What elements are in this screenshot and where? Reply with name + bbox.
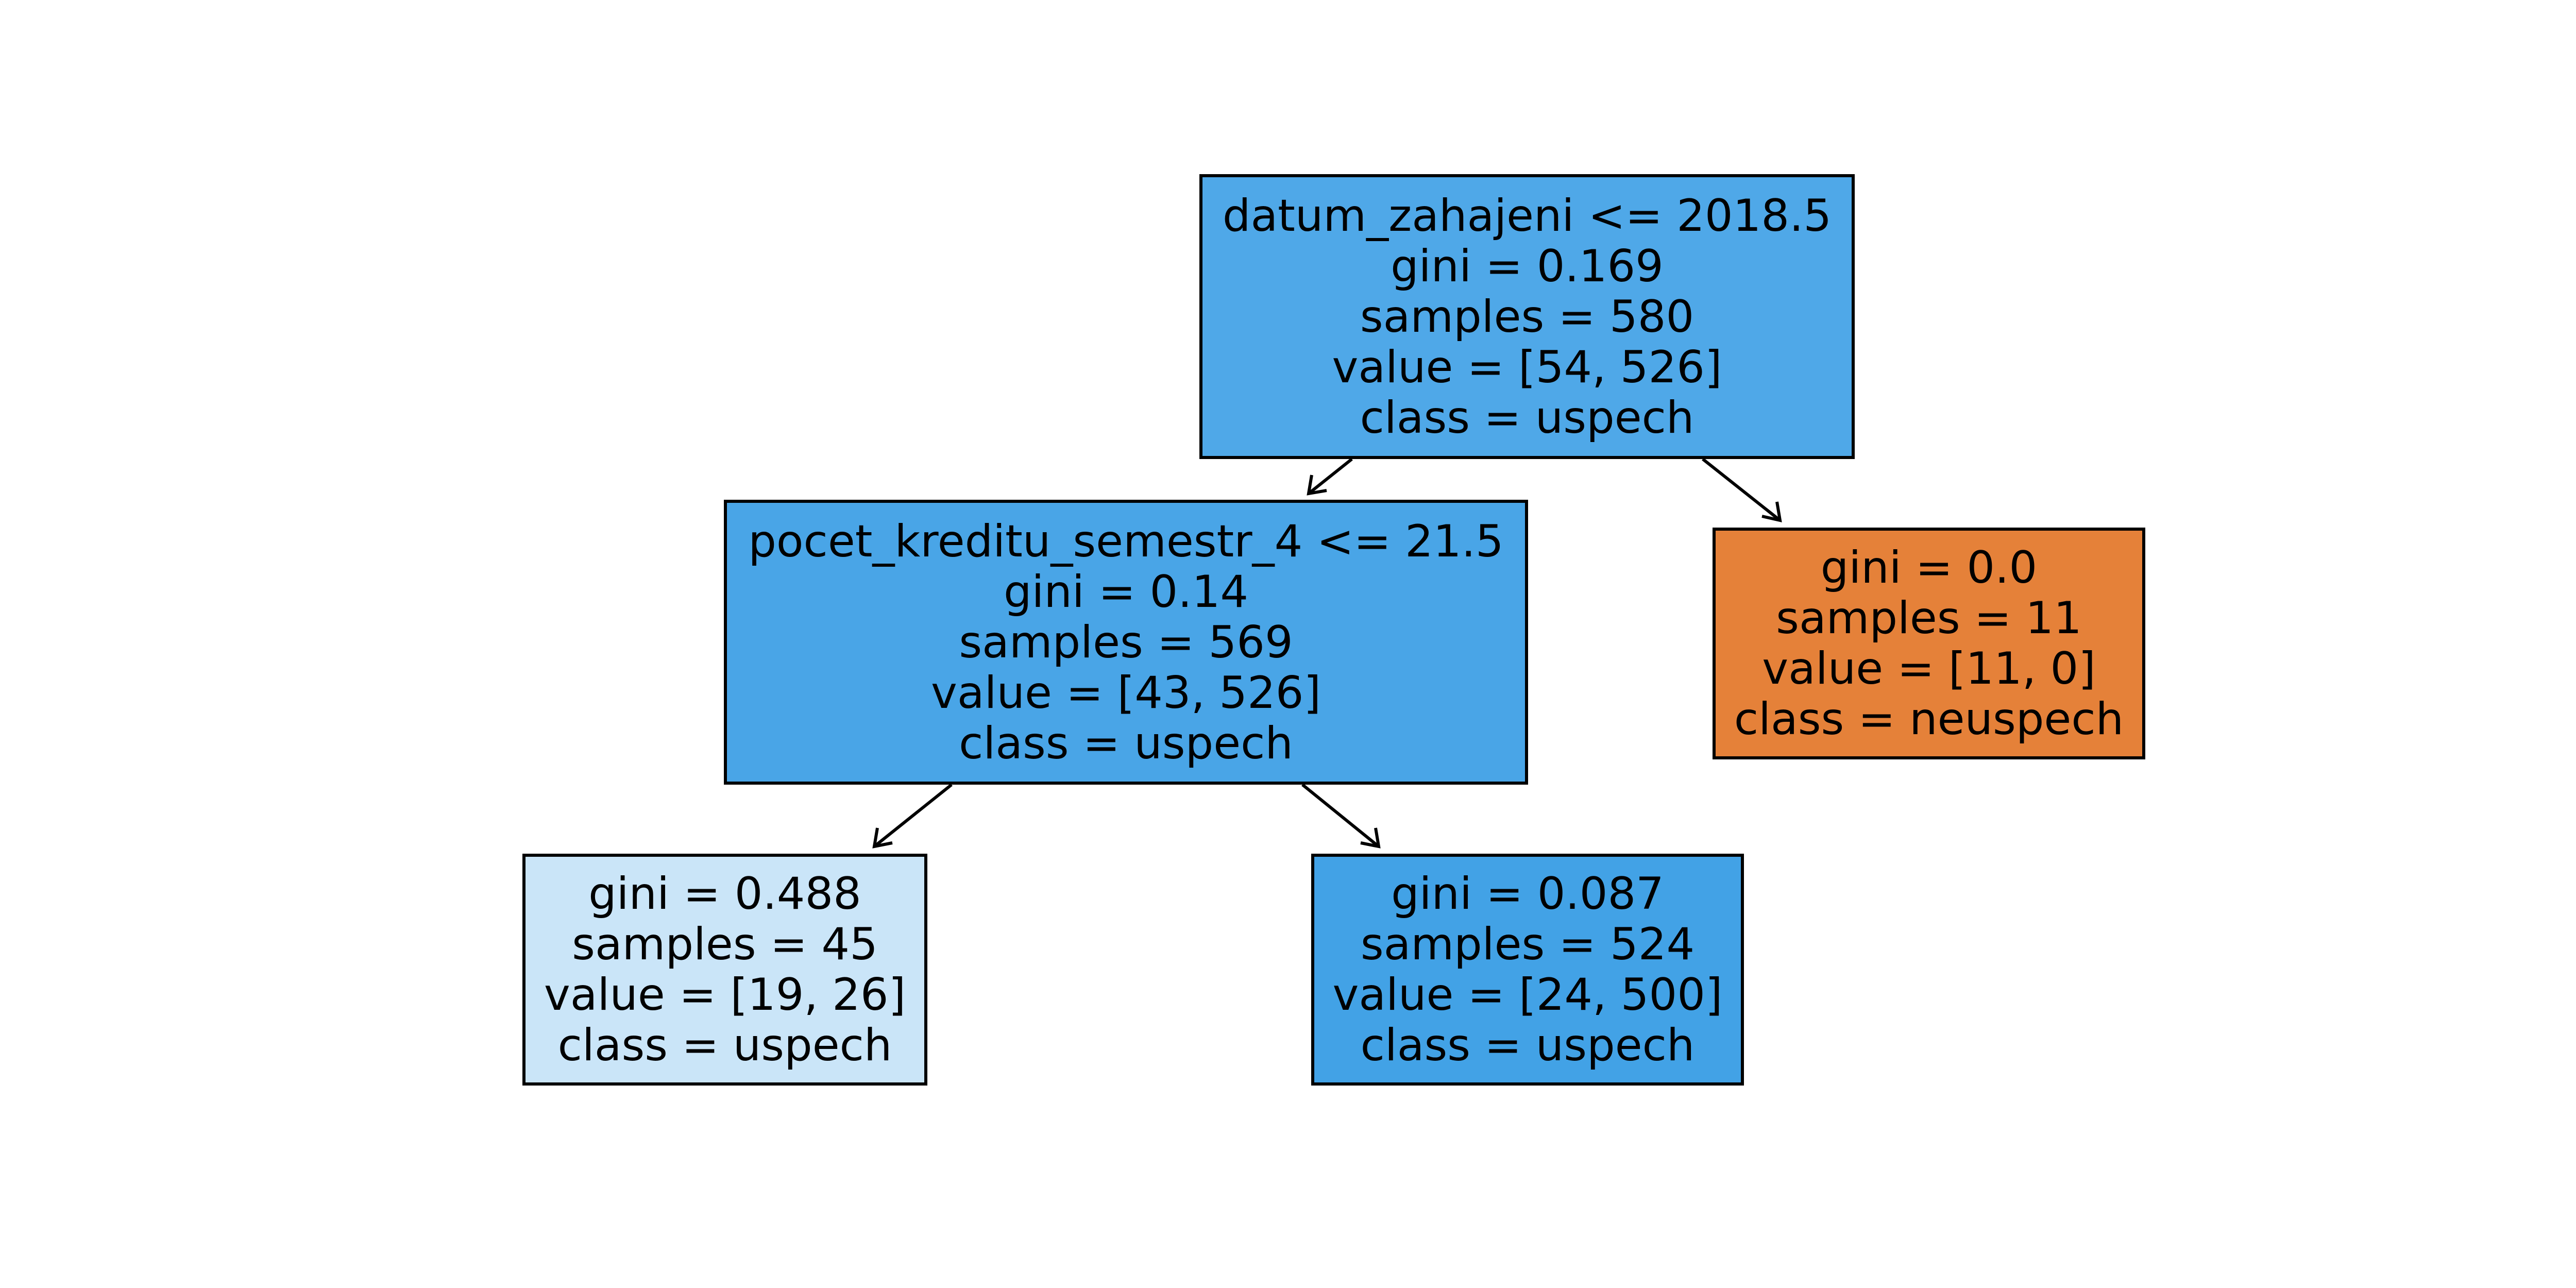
edge-left-to-left-right — [1301, 783, 1380, 848]
node-class: class = uspech — [1360, 1020, 1695, 1071]
node-class: class = uspech — [557, 1020, 892, 1071]
edge-left-to-left-left-arrowhead — [872, 827, 893, 849]
node-samples: samples = 11 — [1776, 592, 2082, 644]
node-samples: samples = 569 — [959, 616, 1293, 668]
node-class: class = uspech — [1360, 392, 1694, 444]
node-value: value = [24, 500] — [1332, 969, 1723, 1021]
node-class: class = uspech — [959, 717, 1293, 769]
edge-root-to-right-arrowhead — [1761, 501, 1782, 522]
node-gini: gini = 0.0 — [1820, 542, 2038, 594]
node-gini: gini = 0.087 — [1391, 868, 1664, 920]
edge-root-to-left-arrowhead — [1307, 474, 1327, 496]
node-samples: samples = 45 — [572, 919, 878, 970]
edge-left-to-left-left — [873, 783, 953, 848]
tree-leaf-right: gini = 0.0 samples = 11 value = [11, 0] … — [1713, 528, 2145, 759]
node-gini: gini = 0.14 — [1003, 566, 1249, 618]
node-split-condition: pocet_kreditu_semestr_4 <= 21.5 — [748, 515, 1504, 567]
edge-left-to-left-right-arrowhead — [1360, 827, 1381, 849]
node-samples: samples = 580 — [1360, 291, 1694, 343]
edge-root-to-right — [1702, 457, 1781, 522]
tree-leaf-left-right: gini = 0.087 samples = 524 value = [24, … — [1311, 854, 1744, 1086]
node-value: value = [11, 0] — [1762, 643, 2096, 694]
edge-root-to-left — [1308, 457, 1353, 495]
node-value: value = [54, 526] — [1332, 341, 1722, 393]
tree-node-root: datum_zahajeni <= 2018.5 gini = 0.169 sa… — [1199, 174, 1855, 459]
tree-node-left: pocet_kreditu_semestr_4 <= 21.5 gini = 0… — [724, 500, 1528, 785]
node-gini: gini = 0.488 — [588, 868, 861, 920]
node-class: class = neuspech — [1734, 693, 2124, 745]
node-gini: gini = 0.169 — [1391, 240, 1664, 292]
node-split-condition: datum_zahajeni <= 2018.5 — [1222, 190, 1832, 242]
node-samples: samples = 524 — [1360, 919, 1695, 970]
tree-leaf-left-left: gini = 0.488 samples = 45 value = [19, 2… — [522, 854, 927, 1086]
node-value: value = [19, 26] — [544, 969, 906, 1021]
node-value: value = [43, 526] — [931, 667, 1321, 719]
